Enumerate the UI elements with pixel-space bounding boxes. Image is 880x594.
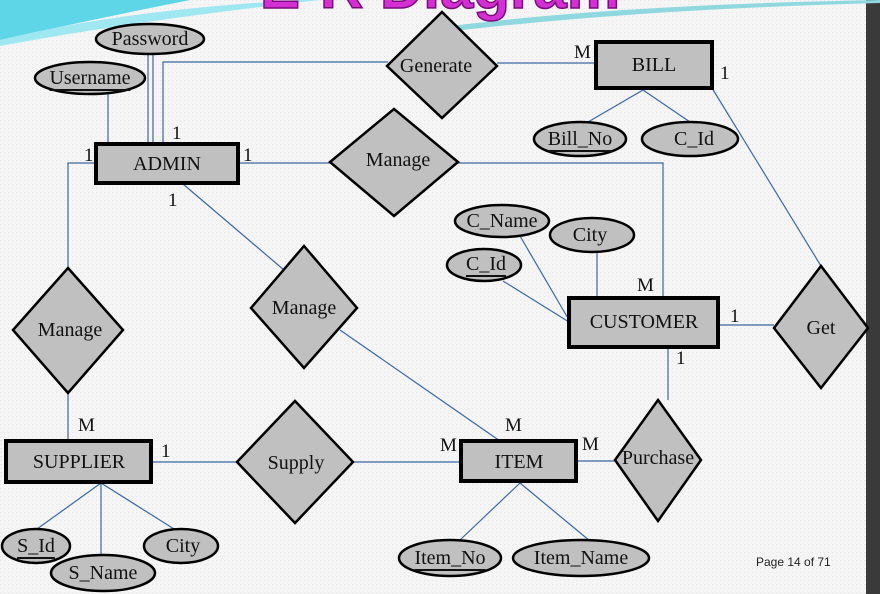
svg-text:S_Name: S_Name (69, 562, 138, 584)
attribute-username: Username (33, 60, 147, 96)
svg-text:C_Id: C_Id (466, 253, 506, 275)
attribute-c-id: C_Id (445, 247, 523, 283)
svg-text:Username: Username (49, 67, 130, 89)
connectors (36, 54, 822, 555)
cardinality-bill-get: 1 (720, 63, 730, 84)
svg-text:Manage: Manage (366, 149, 431, 171)
svg-text:City: City (166, 535, 200, 557)
svg-text:Manage: Manage (272, 297, 337, 319)
relationship-supply: Supply (235, 399, 355, 525)
svg-text:CUSTOMER: CUSTOMER (590, 311, 699, 333)
entity-supplier: SUPPLIER (4, 439, 153, 484)
svg-text:City: City (573, 224, 607, 246)
cardinality-admin-generate: 1 (172, 123, 182, 144)
cardinality-admin-manage-supplier: 1 (84, 145, 94, 166)
cardinality-admin-manage-customer: 1 (243, 145, 253, 166)
attribute-item-name: Item_Name (511, 538, 651, 578)
attribute-password: Password (94, 22, 206, 56)
cardinality-labels: M 1 1 1 1 1 M 1 1 M 1 M M M (78, 42, 740, 462)
attribute-c-name: C_Name (453, 203, 551, 239)
cardinality-admin-manage-item: 1 (168, 190, 178, 211)
decorative-swoosh (0, 0, 880, 46)
attribute-customer-city: City (548, 216, 636, 254)
svg-text:C_Name: C_Name (466, 210, 537, 232)
cardinality-item-purchase: M (582, 434, 599, 455)
attribute-s-id: S_Id (0, 527, 72, 565)
page-indicator: Page 14 of 71 (756, 555, 831, 569)
attribute-bill-no: Bill_No (532, 120, 628, 158)
svg-text:BILL: BILL (632, 54, 676, 76)
cardinality-item-supply: M (440, 435, 457, 456)
svg-text:Item_No: Item_No (414, 547, 485, 569)
relationship-purchase: Purchase (613, 397, 703, 524)
svg-text:Item_Name: Item_Name (534, 547, 629, 569)
svg-text:ADMIN: ADMIN (133, 153, 201, 175)
cardinality-item-manage: M (505, 415, 522, 436)
cardinality-customer-get: 1 (730, 306, 740, 327)
svg-text:SUPPLIER: SUPPLIER (33, 451, 126, 473)
svg-text:C_Id: C_Id (674, 128, 714, 150)
svg-text:Purchase: Purchase (622, 447, 694, 469)
svg-text:Generate: Generate (400, 55, 472, 77)
attribute-item-no: Item_No (397, 538, 503, 578)
relationship-manage-item: Manage (249, 244, 359, 370)
attribute-supplier-city: City (142, 527, 220, 565)
relationship-get: Get (772, 263, 870, 391)
relationship-generate: Generate (385, 10, 499, 120)
relationship-manage-supplier: Manage (11, 266, 125, 395)
cardinality-customer-purchase: 1 (676, 348, 686, 369)
window-edge (866, 0, 880, 594)
entity-admin: ADMIN (94, 142, 240, 185)
slide-title: E-R Diagram (260, 0, 620, 21)
relationship-manage-customer: Manage (328, 107, 460, 218)
svg-text:Manage: Manage (38, 319, 103, 341)
svg-text:S_Id: S_Id (17, 535, 55, 557)
cardinality-supplier-manage: M (78, 415, 95, 436)
svg-text:Supply: Supply (268, 452, 325, 474)
attribute-s-name: S_Name (49, 553, 157, 593)
cardinality-customer-manage: M (637, 275, 654, 296)
cardinality-bill-generate: M (574, 42, 591, 63)
entity-item: ITEM (459, 439, 578, 483)
svg-text:ITEM: ITEM (495, 451, 544, 473)
svg-text:Password: Password (112, 28, 189, 50)
entity-bill: BILL (594, 40, 714, 90)
cardinality-supplier-supply: 1 (161, 441, 171, 462)
entity-customer: CUSTOMER (567, 296, 720, 349)
svg-text:Bill_No: Bill_No (548, 128, 612, 150)
svg-text:Get: Get (807, 317, 836, 339)
attribute-bill-c-id: C_Id (640, 120, 740, 158)
